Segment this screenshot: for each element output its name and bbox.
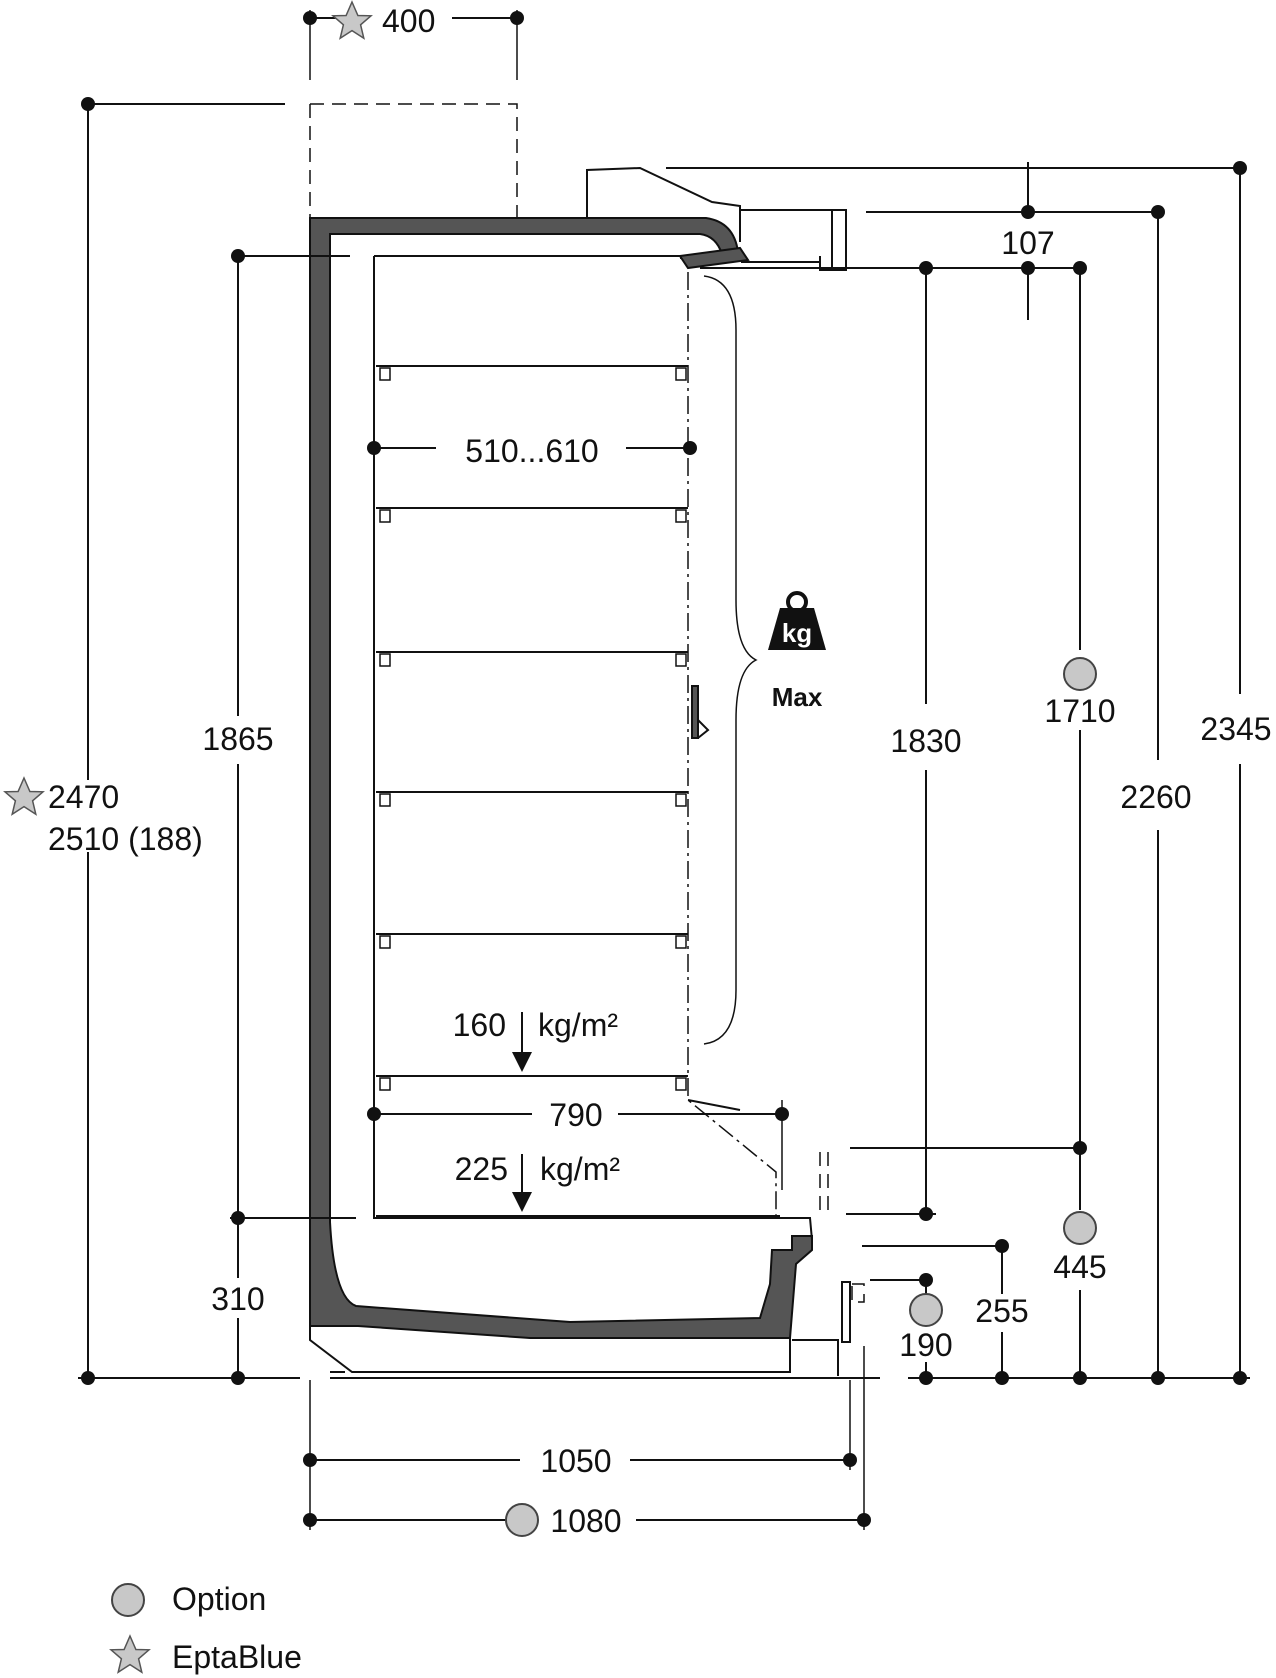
dim-107: 107 — [1001, 225, 1054, 261]
base-load-unit: kg/m² — [540, 1151, 620, 1187]
load-brace — [703, 275, 758, 1045]
option-circle-icon — [1063, 1211, 1097, 1245]
dim-1865: 1865 — [202, 721, 273, 757]
cabinet-body — [309, 103, 880, 1379]
shelves — [376, 365, 780, 1217]
legend: Option EptaBlue — [110, 1581, 302, 1675]
dim-510-610: 510...610 — [465, 433, 598, 469]
dim-790: 790 — [549, 1097, 602, 1133]
dim-2345: 2345 — [1200, 711, 1271, 747]
option-circle-icon — [1063, 657, 1097, 691]
dim-2260: 2260 — [1120, 779, 1191, 815]
option-circle-icon — [505, 1503, 539, 1537]
legend-option-label: Option — [172, 1581, 266, 1617]
dimension-dots — [81, 11, 1247, 1527]
load-arrows — [512, 1012, 532, 1212]
weight-icon: kg — [768, 591, 826, 650]
dim-1050: 1050 — [540, 1443, 611, 1479]
weight-icon-text: kg — [782, 618, 812, 648]
dim-190: 190 — [899, 1327, 952, 1363]
option-circle-icon — [111, 1583, 145, 1617]
dim-400: 400 — [382, 3, 435, 39]
dim-255: 255 — [975, 1293, 1028, 1329]
shelf-load-value: 160 — [453, 1007, 506, 1043]
dimension-lines — [78, 10, 1250, 1530]
shelf-load-unit: kg/m² — [538, 1007, 618, 1043]
dim-2510: 2510 (188) — [48, 821, 203, 857]
eptablue-star-icon — [110, 1635, 150, 1673]
dim-1710: 1710 — [1044, 693, 1115, 729]
dim-310: 310 — [211, 1281, 264, 1317]
eptablue-star-icon — [332, 1, 372, 39]
dim-1830: 1830 — [890, 723, 961, 759]
base-load-value: 225 — [455, 1151, 508, 1187]
legend-eptablue-label: EptaBlue — [172, 1639, 302, 1675]
max-label: Max — [772, 682, 823, 712]
dim-1080: 1080 — [550, 1503, 621, 1539]
eptablue-star-icon — [4, 777, 44, 815]
option-circle-icon — [909, 1293, 943, 1327]
cabinet-wall — [309, 217, 813, 1339]
dim-2470: 2470 — [48, 779, 119, 815]
dim-445: 445 — [1053, 1249, 1106, 1285]
